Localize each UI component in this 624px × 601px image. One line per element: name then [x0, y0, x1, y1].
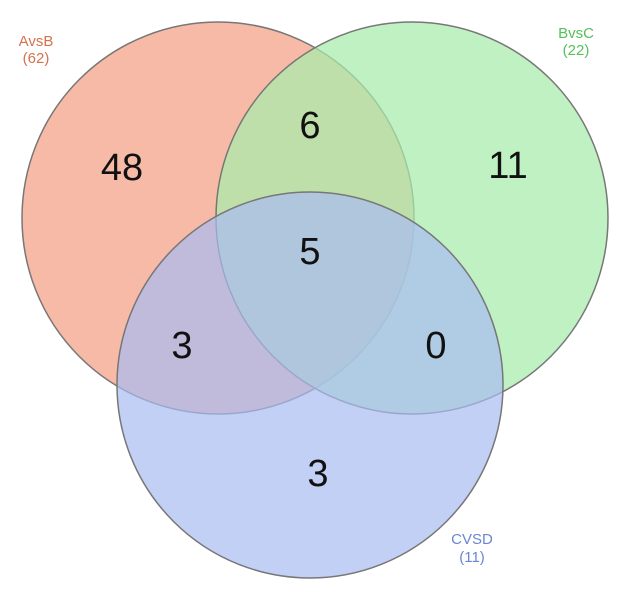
- region-a-only-count: 48: [101, 147, 143, 189]
- set-b-name: BvsC: [558, 25, 594, 42]
- region-ac-count: 3: [171, 325, 192, 367]
- set-a-size: (62): [23, 50, 50, 67]
- set-c-name: CVSD: [451, 531, 493, 548]
- region-abc-count: 5: [299, 231, 320, 273]
- region-b-only-count: 11: [488, 145, 527, 187]
- region-bc-count: 0: [425, 325, 446, 367]
- region-c-only-count: 3: [307, 453, 328, 495]
- set-a-name: AvsB: [19, 33, 54, 50]
- region-ab-count: 6: [299, 105, 320, 147]
- set-b-size: (22): [563, 42, 590, 59]
- set-c-size: (11): [459, 549, 485, 566]
- set-c-circle: [116, 191, 504, 579]
